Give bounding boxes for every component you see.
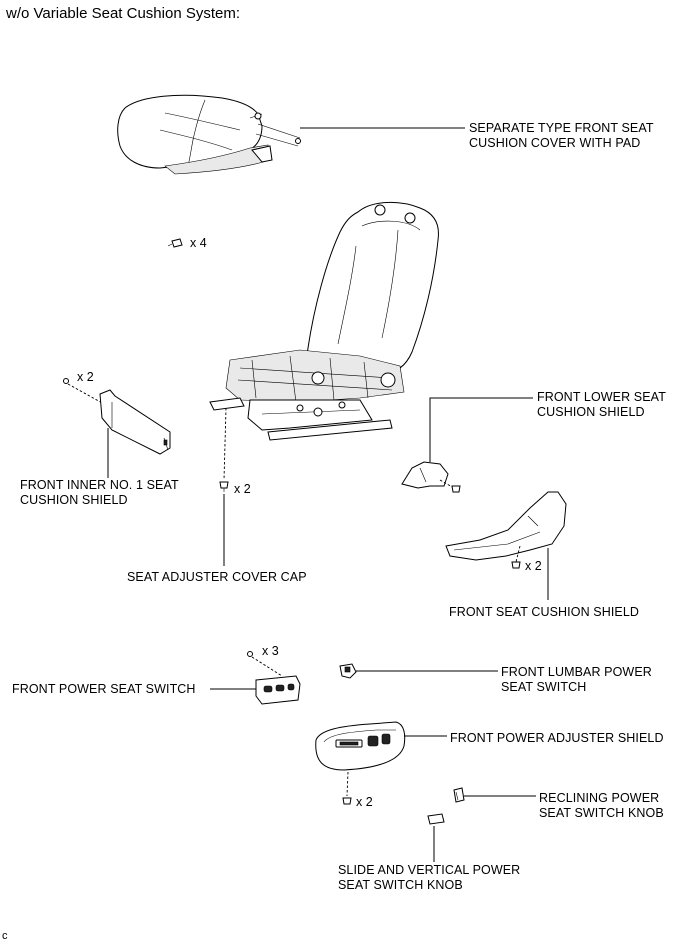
footer-code: c — [2, 930, 8, 942]
count-switch-screws: x 3 — [262, 644, 279, 658]
slide-knob-illustration — [427, 813, 445, 825]
label-power-seat-switch: FRONT POWER SEAT SWITCH — [12, 682, 196, 696]
count-cushion-shield-screws: x 2 — [525, 559, 542, 573]
count-adjuster-shield-screws: x 2 — [356, 795, 373, 809]
count-cap-screws: x 2 — [234, 482, 251, 496]
label-adjuster-shield: FRONT POWER ADJUSTER SHIELD — [450, 731, 664, 745]
hog-ring-illustration — [167, 238, 183, 248]
count-hog-rings: x 4 — [190, 236, 207, 250]
label-lower-seat-shield: FRONT LOWER SEAT CUSHION SHIELD — [537, 390, 666, 419]
diagram-title: w/o Variable Seat Cushion System: — [6, 5, 241, 22]
count-inner-shield-screws: x 2 — [77, 370, 94, 384]
label-inner-shield: FRONT INNER NO. 1 SEAT CUSHION SHIELD — [20, 478, 179, 507]
lumbar-switch-illustration — [339, 663, 357, 679]
seat-cushion-cover-illustration — [117, 94, 301, 175]
reclining-knob-illustration — [453, 787, 465, 803]
adjuster-shield-illustration — [315, 721, 406, 805]
lower-shield-illustration — [401, 461, 461, 493]
label-seat-cushion-cover: SEPARATE TYPE FRONT SEAT CUSHION COVER W… — [469, 121, 654, 150]
leader-lower-shield — [429, 397, 533, 462]
power-seat-switch-illustration — [247, 651, 301, 705]
seat-frame-illustration — [209, 201, 439, 441]
label-cushion-shield: FRONT SEAT CUSHION SHIELD — [449, 605, 640, 619]
label-reclining-knob: RECLINING POWER SEAT SWITCH KNOB — [539, 791, 664, 820]
cushion-shield-illustration — [445, 491, 567, 569]
inner-shield-illustration — [63, 378, 171, 455]
label-slide-knob: SLIDE AND VERTICAL POWER SEAT SWITCH KNO… — [338, 863, 521, 892]
label-adjuster-cap: SEAT ADJUSTER COVER CAP — [127, 570, 307, 584]
label-lumbar-switch: FRONT LUMBAR POWER SEAT SWITCH — [501, 665, 652, 694]
adjuster-cap-illustration — [219, 407, 229, 492]
